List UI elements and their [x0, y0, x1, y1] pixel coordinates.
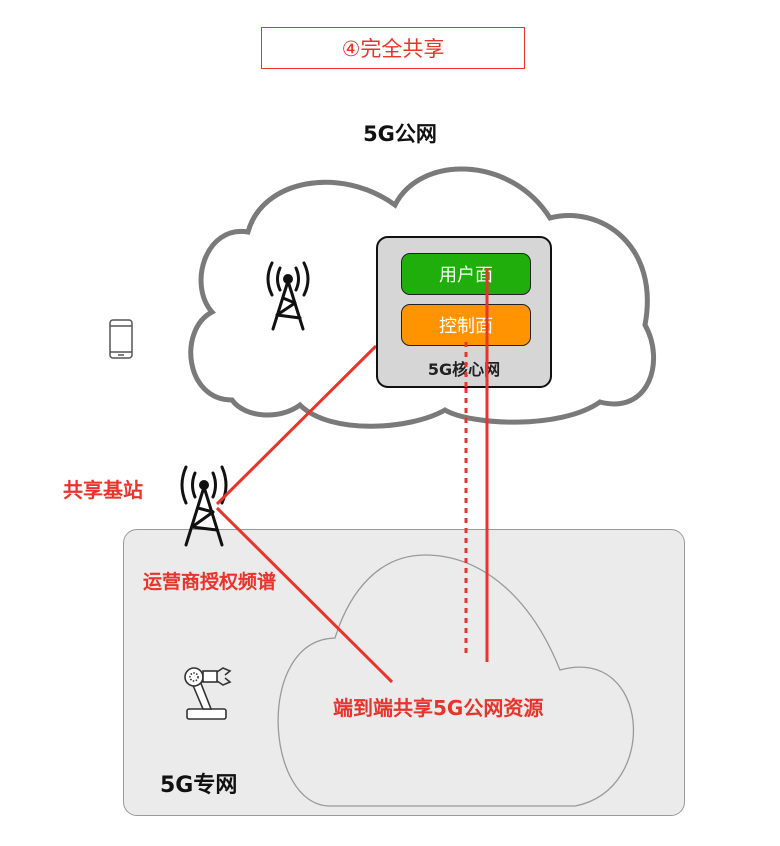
public-cloud-tower-icon	[266, 261, 310, 331]
private-cloud-label: 端到端共享5G公网资源	[333, 696, 544, 720]
shared-base-station-label: 共享基站	[63, 478, 143, 502]
private-network-label: 5G专网	[160, 773, 238, 798]
spectrum-label: 运营商授权频谱	[143, 571, 277, 593]
user-plane-box: 用户面	[401, 253, 531, 295]
core-network-box: 用户面 控制面 5G核心网	[376, 236, 552, 388]
control-plane-label: 控制面	[439, 316, 493, 337]
control-plane-box: 控制面	[401, 304, 531, 346]
core-network-label: 5G核心网	[427, 360, 501, 379]
title-text: ④完全共享	[341, 37, 445, 61]
link-base-station-to-core	[215, 344, 378, 506]
robot-arm-icon	[184, 667, 232, 720]
public-network-label: 5G公网	[363, 122, 437, 146]
shared-base-station-icon	[180, 465, 228, 547]
user-plane-label: 用户面	[439, 265, 493, 286]
link-base-station-to-private	[215, 506, 394, 684]
private-cloud	[277, 554, 635, 807]
phone-icon	[109, 319, 133, 359]
title-box: ④完全共享	[261, 27, 525, 69]
